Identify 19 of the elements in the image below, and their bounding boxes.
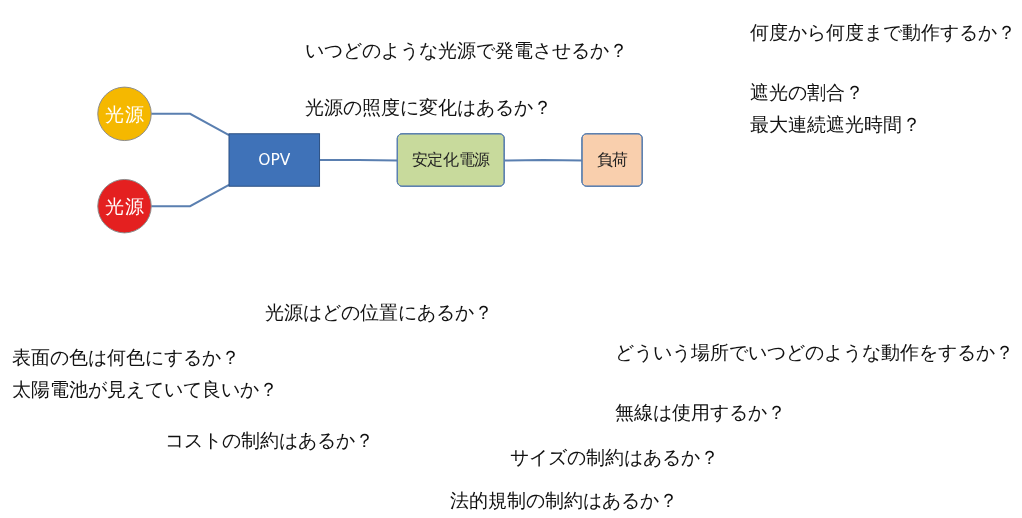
question-text: 無線は使用するか？: [615, 400, 786, 425]
question-text: いつどのような光源で発電させるか？: [305, 38, 628, 63]
question-text: 最大連続遮光時間？: [750, 112, 921, 137]
question-text: コストの制約はあるか？: [165, 428, 374, 453]
node-circle: 光源: [97, 178, 152, 234]
question-text: 何度から何度まで動作するか？: [750, 20, 1016, 45]
node-circle: 光源: [97, 86, 152, 142]
connector: [150, 183, 230, 208]
connector: [150, 112, 230, 137]
question-text: 法的規制の制約はあるか？: [450, 488, 678, 513]
question-text: 光源はどの位置にあるか？: [265, 300, 493, 325]
question-text: 遮光の割合？: [750, 80, 864, 105]
question-text: どういう場所でいつどのような動作をするか？: [615, 340, 1014, 365]
question-text: サイズの制約はあるか？: [510, 445, 719, 470]
question-text: 表面の色は何色にするか？: [12, 345, 240, 370]
question-text: 光源の照度に変化はあるか？: [305, 95, 552, 120]
question-text: 太陽電池が見えていて良いか？: [12, 377, 278, 402]
node-box: OPV: [228, 133, 321, 187]
connector: [318, 159, 399, 162]
